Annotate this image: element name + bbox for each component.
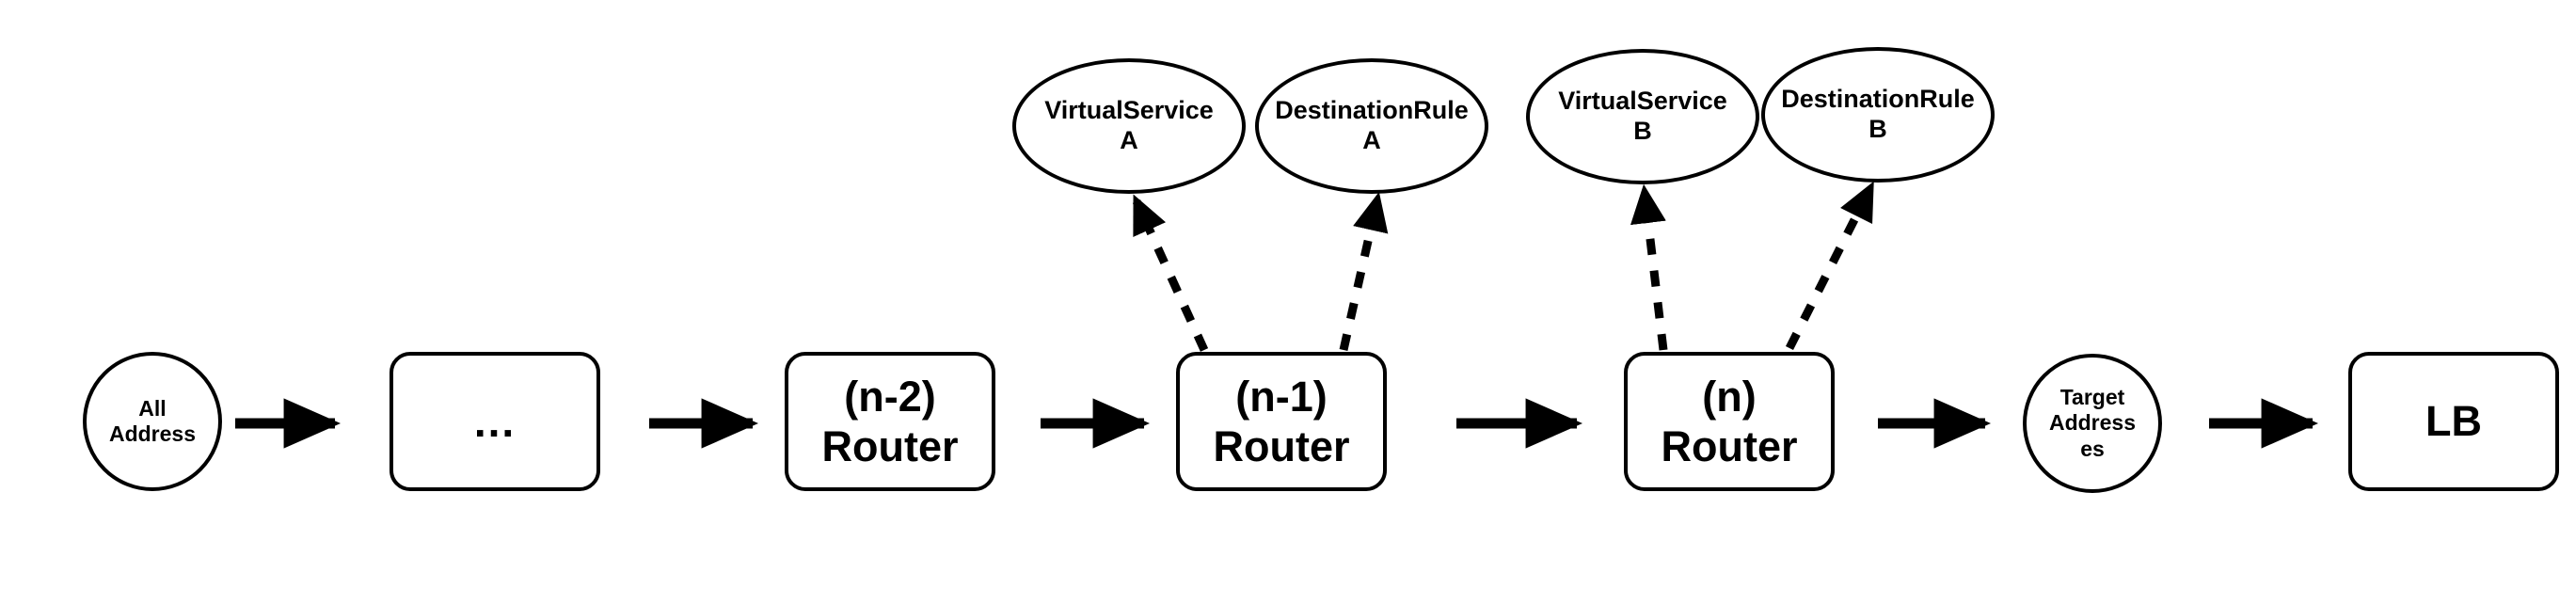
node-label-load-balancer: LB (2425, 397, 2482, 446)
dashed-router-n-to-virtualservice-b (1630, 183, 1668, 351)
node-label-target-addresses: Target Address es (2048, 385, 2137, 461)
node-label-router-n: (n) Router (1661, 372, 1798, 470)
node-virtualservice-b[interactable]: VirtualService B (1526, 49, 1759, 184)
dashed-arrow-group (1132, 181, 1875, 352)
node-virtualservice-a[interactable]: VirtualService A (1012, 58, 1246, 194)
node-label-router-n-minus-1: (n-1) Router (1213, 372, 1350, 470)
node-destinationrule-a[interactable]: DestinationRule A (1255, 58, 1488, 194)
node-ellipsis-routers[interactable]: ... (390, 352, 600, 491)
node-router-n-minus-1[interactable]: (n-1) Router (1176, 352, 1387, 491)
node-label-virtualservice-b: VirtualService B (1558, 87, 1727, 145)
node-router-n-minus-2[interactable]: (n-2) Router (785, 352, 995, 491)
node-destinationrule-b[interactable]: DestinationRule B (1761, 47, 1995, 183)
node-label-virtualservice-a: VirtualService A (1044, 96, 1214, 154)
node-all-address[interactable]: All Address (83, 352, 222, 491)
node-label-destinationrule-a: DestinationRule A (1275, 96, 1469, 154)
dashed-router-n-minus-1-to-virtualservice-a (1132, 194, 1209, 352)
node-label-ellipsis-routers: ... (473, 396, 517, 446)
node-load-balancer[interactable]: LB (2348, 352, 2559, 491)
node-router-n[interactable]: (n) Router (1624, 352, 1835, 491)
dashed-router-n-minus-1-to-destinationrule-a (1339, 191, 1389, 351)
node-label-all-address: All Address (108, 395, 197, 446)
dashed-router-n-to-destinationrule-b (1785, 181, 1875, 351)
node-label-destinationrule-b: DestinationRule B (1781, 85, 1975, 143)
node-label-router-n-minus-2: (n-2) Router (821, 372, 959, 470)
node-target-addresses[interactable]: Target Address es (2023, 354, 2162, 493)
